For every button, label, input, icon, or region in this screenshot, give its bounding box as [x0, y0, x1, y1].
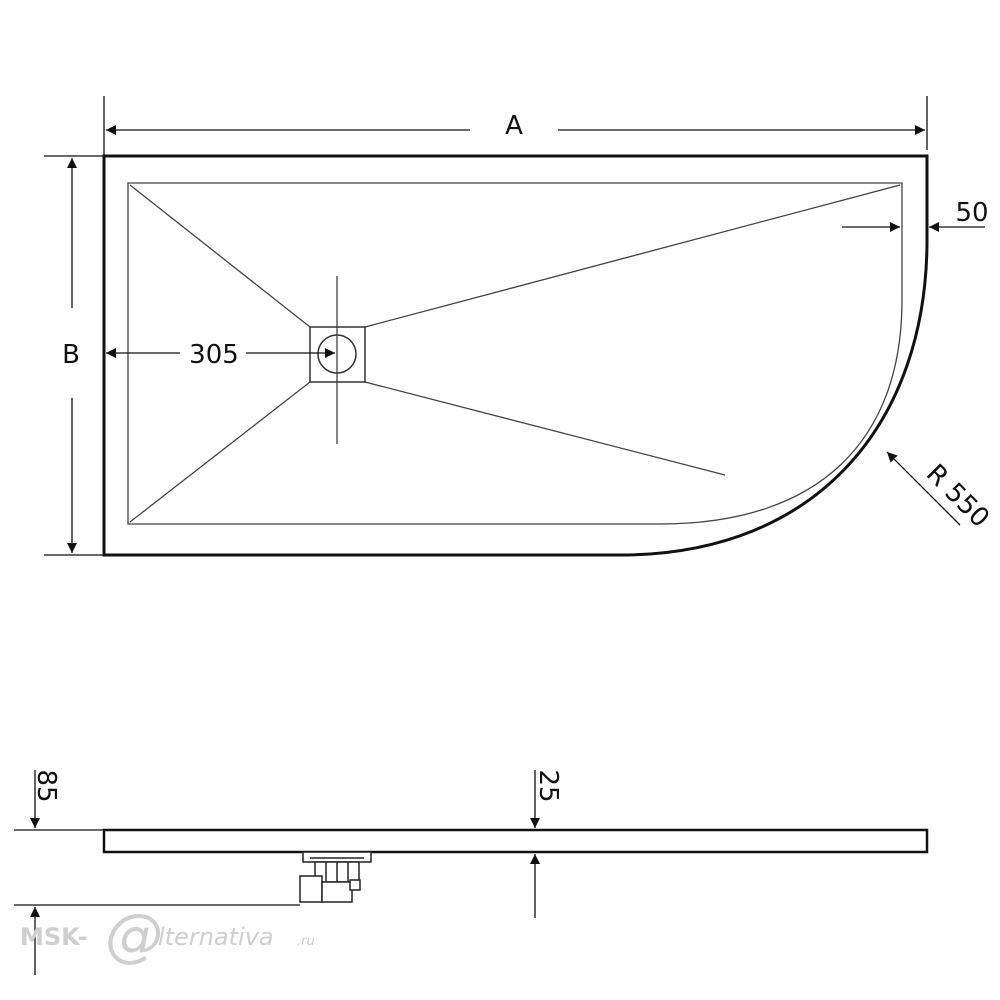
watermark-suffix: lternativa [158, 923, 274, 951]
watermark-tld: .ru [297, 934, 315, 949]
tray-outer-outline [102, 154, 929, 557]
watermark: MSK- @ lternativa .ru [20, 901, 315, 969]
watermark-at-sign: @ [105, 901, 163, 969]
dimension-b [44, 155, 104, 556]
dimension-a [103, 96, 928, 156]
tray-side-slab [102, 828, 929, 854]
tray-inner-outline [127, 182, 903, 525]
trap-bottom [321, 881, 353, 903]
watermark-prefix: MSK- [20, 923, 88, 951]
trap-outlet [299, 875, 323, 903]
trap-connector [349, 879, 361, 891]
drain [309, 276, 366, 444]
drain-trap [299, 851, 372, 903]
tray-thickness-label: 25 [533, 769, 563, 802]
drain-offset-label: 305 [189, 340, 239, 370]
total-height-label: 85 [31, 769, 61, 802]
trap-flange [302, 851, 372, 863]
side-view: 85 25 [14, 769, 929, 975]
dimension-radius [886, 451, 961, 526]
dimension-total-height [14, 770, 300, 975]
label-b: B [62, 340, 80, 370]
slope-lines [129, 184, 901, 523]
rim-width-label: 50 [955, 198, 988, 228]
label-a: A [505, 111, 523, 141]
plan-view: A B 305 50 R 550 [44, 96, 995, 557]
